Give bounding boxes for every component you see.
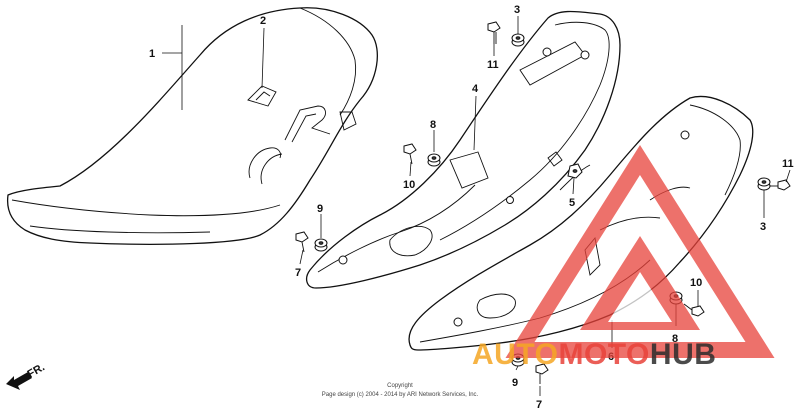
watermark-text-hub: HUB (650, 338, 717, 371)
callout-5: 5 (569, 197, 575, 209)
callout-7-lower: 7 (536, 399, 542, 411)
front-indicator-label: FR. (26, 361, 47, 380)
bolt-11-right[interactable] (770, 179, 791, 191)
right-side-cover-part[interactable] (408, 95, 754, 351)
bolt-11-top[interactable] (487, 21, 501, 44)
callout-3-top: 3 (514, 4, 520, 16)
watermark-text-auto: AUTO (472, 338, 558, 371)
callout-8-upper: 8 (430, 119, 436, 131)
copyright-line1: Copyright (387, 383, 413, 389)
callout-10-lower: 10 (690, 277, 702, 289)
callout-8-lower: 8 (672, 333, 678, 345)
copyright-notice: Copyright Page design (c) 2004 - 2014 by… (322, 383, 479, 398)
seat-part[interactable] (6, 7, 378, 245)
bolt-7-left[interactable] (295, 231, 309, 253)
bolt-7-lower[interactable] (535, 363, 549, 384)
svg-text:AUTOMOTOHUB: AUTOMOTOHUB (472, 338, 716, 371)
callout-1: 1 (149, 48, 155, 60)
collar-9-left[interactable] (314, 238, 328, 252)
callout-11-right: 11 (782, 158, 794, 170)
callout-3-right: 3 (760, 221, 766, 233)
watermark-logo: AUTOMOTOHUB (472, 145, 775, 371)
watermark-text-moto: MOTO (558, 338, 649, 371)
bolt-10-lower[interactable] (683, 303, 705, 317)
grommet-5[interactable] (567, 163, 583, 179)
front-arrow-icon (6, 372, 32, 390)
callout-9-lower: 9 (512, 377, 518, 389)
collar-8-upper[interactable] (427, 153, 441, 167)
left-side-cover-part[interactable] (305, 10, 621, 289)
callout-11-top: 11 (487, 59, 499, 71)
collar-3-right[interactable] (757, 177, 771, 191)
watermark-triangle-icon (505, 145, 775, 358)
callout-2: 2 (260, 15, 266, 27)
callout-10-upper: 10 (403, 179, 415, 191)
front-indicator: FR. (6, 361, 47, 390)
copyright-line2: Page design (c) 2004 - 2014 by ARI Netwo… (322, 392, 479, 398)
bolt-10-upper[interactable] (403, 143, 417, 165)
callout-7-left: 7 (295, 267, 301, 279)
callout-4: 4 (472, 83, 479, 95)
collar-3-top[interactable] (511, 33, 525, 47)
callout-9-left: 9 (317, 203, 323, 215)
